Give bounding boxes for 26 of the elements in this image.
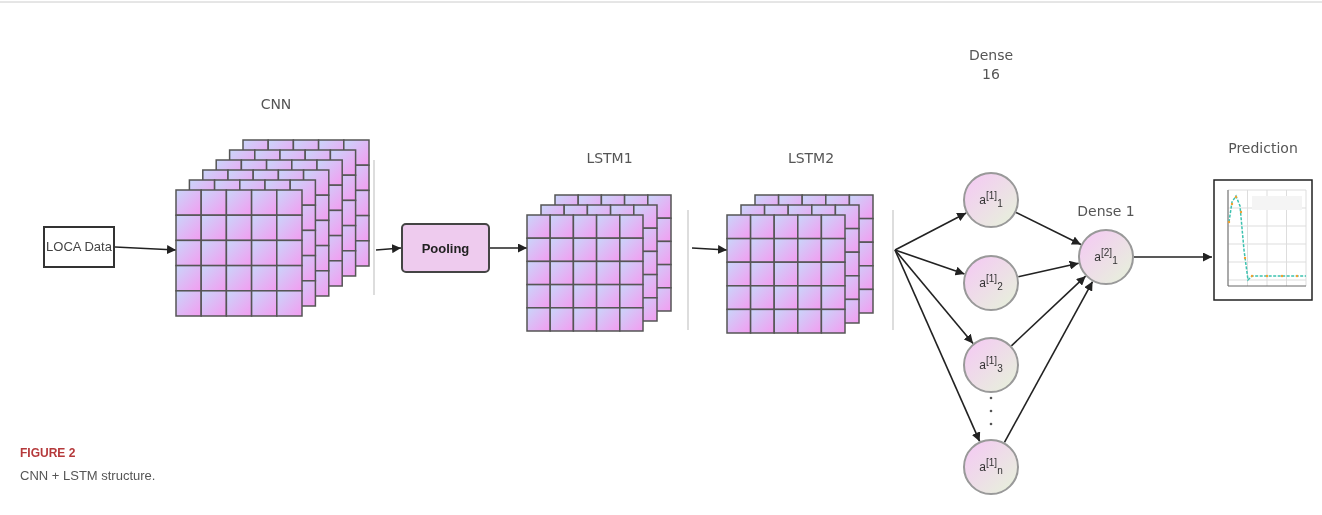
arrow <box>489 243 528 253</box>
layer-label: LSTM2 <box>786 150 836 166</box>
arrow <box>894 249 981 443</box>
figure-caption: CNN + LSTM structure. <box>20 468 156 483</box>
arrow <box>1133 252 1213 262</box>
arrow <box>114 245 177 255</box>
input-box: LOCA Data <box>43 226 115 268</box>
figure-number: FIGURE 2 <box>20 446 76 460</box>
arrow <box>894 249 966 276</box>
arrow <box>1017 260 1080 278</box>
layer-label: Dense 16 <box>967 46 1015 84</box>
lstm-layer-stack <box>527 150 692 332</box>
arrow <box>375 244 402 254</box>
layer-label: CNN <box>259 96 293 112</box>
arrow <box>894 212 967 251</box>
arrow <box>1010 275 1087 347</box>
pooling-box: Pooling <box>401 223 490 273</box>
arrow <box>894 249 974 345</box>
layer-label: Dense 1 <box>1076 202 1136 221</box>
layer-label: Prediction <box>1227 140 1299 156</box>
prediction-panel <box>1212 140 1314 302</box>
arrow <box>1015 211 1082 246</box>
layer-label: LSTM1 <box>585 150 634 166</box>
arrow <box>691 245 728 254</box>
lstm-layer-stack <box>727 150 895 332</box>
arrow <box>1003 280 1094 444</box>
